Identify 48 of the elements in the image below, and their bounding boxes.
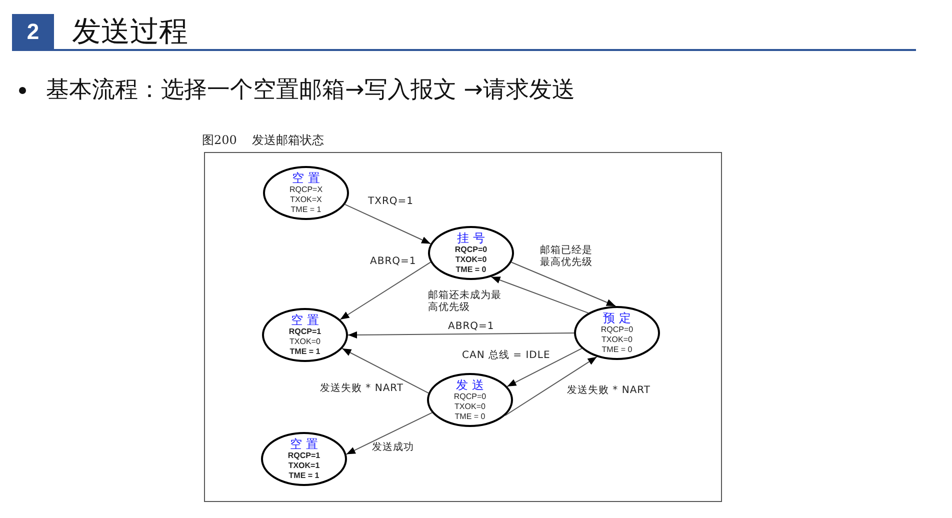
register-value: TXOK=0 — [454, 402, 486, 412]
state-name: 空 置 — [292, 172, 320, 184]
state-ellipse — [574, 306, 660, 360]
edge-label: TXRQ=1 — [368, 196, 414, 208]
edge-label: CAN 总线 = IDLE — [462, 350, 550, 362]
register-value: TME = 0 — [602, 344, 632, 354]
edge-label: ABRQ=1 — [370, 256, 416, 268]
register-value: RQCP=0 — [454, 392, 486, 402]
state-name: 空 置 — [291, 314, 319, 326]
arrow — [348, 331, 574, 339]
arrow — [490, 276, 589, 314]
state-name: 预 定 — [603, 312, 631, 324]
register-value: RQCP=0 — [600, 324, 634, 334]
register-value: RQCP=X — [289, 184, 323, 194]
register-value: TME = 1 — [290, 204, 322, 214]
edge-label: ABRQ=1 — [448, 321, 494, 333]
state-name: 空 置 — [290, 438, 318, 450]
arrow — [510, 262, 616, 307]
register-value: TXOK=X — [290, 194, 322, 204]
register-value: TME = 1 — [290, 346, 320, 356]
edge-label: 发送失败 * NART — [567, 385, 651, 397]
edge-label: 发送失败 * NART — [320, 383, 404, 395]
state-name: 挂 号 — [457, 232, 485, 244]
figure-caption: 发送邮箱状态 — [252, 132, 324, 149]
register-value: TME = 1 — [288, 470, 320, 480]
register-value: TME = 0 — [454, 412, 486, 422]
register-value: TXOK=0 — [290, 336, 320, 346]
edge-label: 发送成功 — [372, 442, 414, 454]
register-value: TME = 0 — [456, 264, 486, 274]
arrow — [346, 412, 433, 455]
edge-label: 邮箱还未成为最高优先级 — [428, 290, 502, 314]
register-value: RQCP=1 — [288, 450, 320, 460]
state-name: 发 送 — [456, 378, 484, 392]
arrow — [344, 204, 432, 244]
register-value: RQCP=1 — [288, 326, 322, 336]
register-value: RQCP=0 — [454, 244, 488, 254]
state-ellipse — [427, 373, 513, 427]
register-value: TXOK=0 — [455, 254, 487, 264]
figure-number: 图200 — [202, 132, 237, 149]
bullet-text: 基本流程：选择一个空置邮箱→写入报文 →请求发送 — [46, 76, 575, 105]
arrow — [506, 348, 582, 387]
register-value: TXOK=1 — [288, 460, 320, 470]
section-number: 2 — [12, 14, 54, 50]
slide-title: 发送过程 — [72, 13, 188, 50]
register-value: TXOK=0 — [602, 334, 632, 344]
edge-label: 邮箱已经是最高优先级 — [540, 245, 594, 269]
arrow — [340, 262, 432, 320]
arrow — [342, 348, 429, 394]
